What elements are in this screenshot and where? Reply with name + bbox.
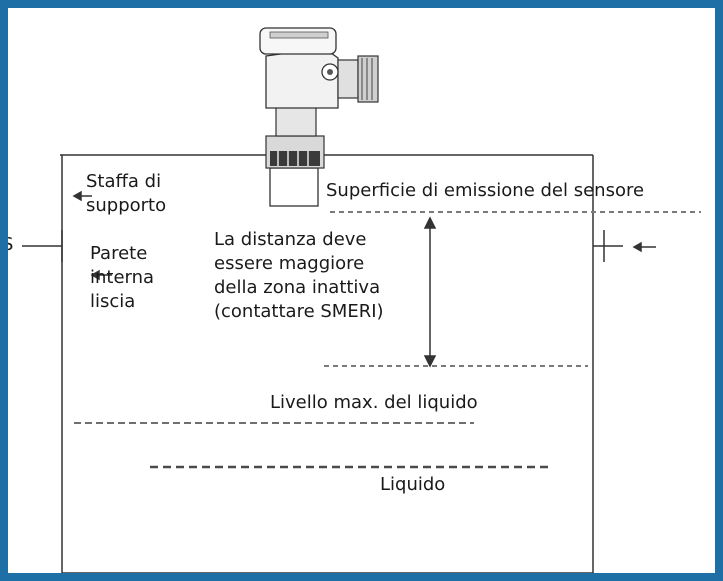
max-level-label: Livello max. del liquido: [270, 392, 478, 413]
bracket-label-line-1: Staffa di: [86, 171, 162, 192]
distance-dimension-arrow: [423, 216, 437, 368]
distance-note-line-4: (contattare SMERI): [214, 301, 384, 322]
ultrasonic-sensor: [259, 27, 379, 207]
wall-arrow: [90, 269, 112, 281]
distance-note-line-3: della zona inattiva: [214, 277, 381, 298]
wall-label-line-1: Parete: [90, 243, 148, 264]
tank-outline: [60, 154, 594, 573]
bracket-arrow: [72, 190, 92, 202]
bracket-label-line-2: supporto: [86, 195, 167, 216]
edge-fragment-label: S: [2, 234, 14, 255]
wall-label-line-3: liscia: [90, 291, 136, 312]
right-arrow: [632, 241, 656, 253]
emission-surface-label: Superficie di emissione del sensore: [326, 180, 645, 201]
liquid-label: Liquido: [380, 474, 446, 495]
distance-note-label: La distanza deve essere maggiore della z…: [214, 228, 384, 324]
wall-label-line-2: interna: [90, 267, 155, 288]
tank-diagram: [22, 27, 701, 573]
distance-note-line-1: La distanza deve: [214, 229, 367, 250]
wall-label: Parete interna liscia: [90, 242, 154, 314]
left-flange: [22, 230, 63, 262]
distance-note-line-2: essere maggiore: [214, 253, 365, 274]
right-flange: [593, 230, 623, 262]
bracket-label: Staffa di supporto: [86, 170, 166, 218]
